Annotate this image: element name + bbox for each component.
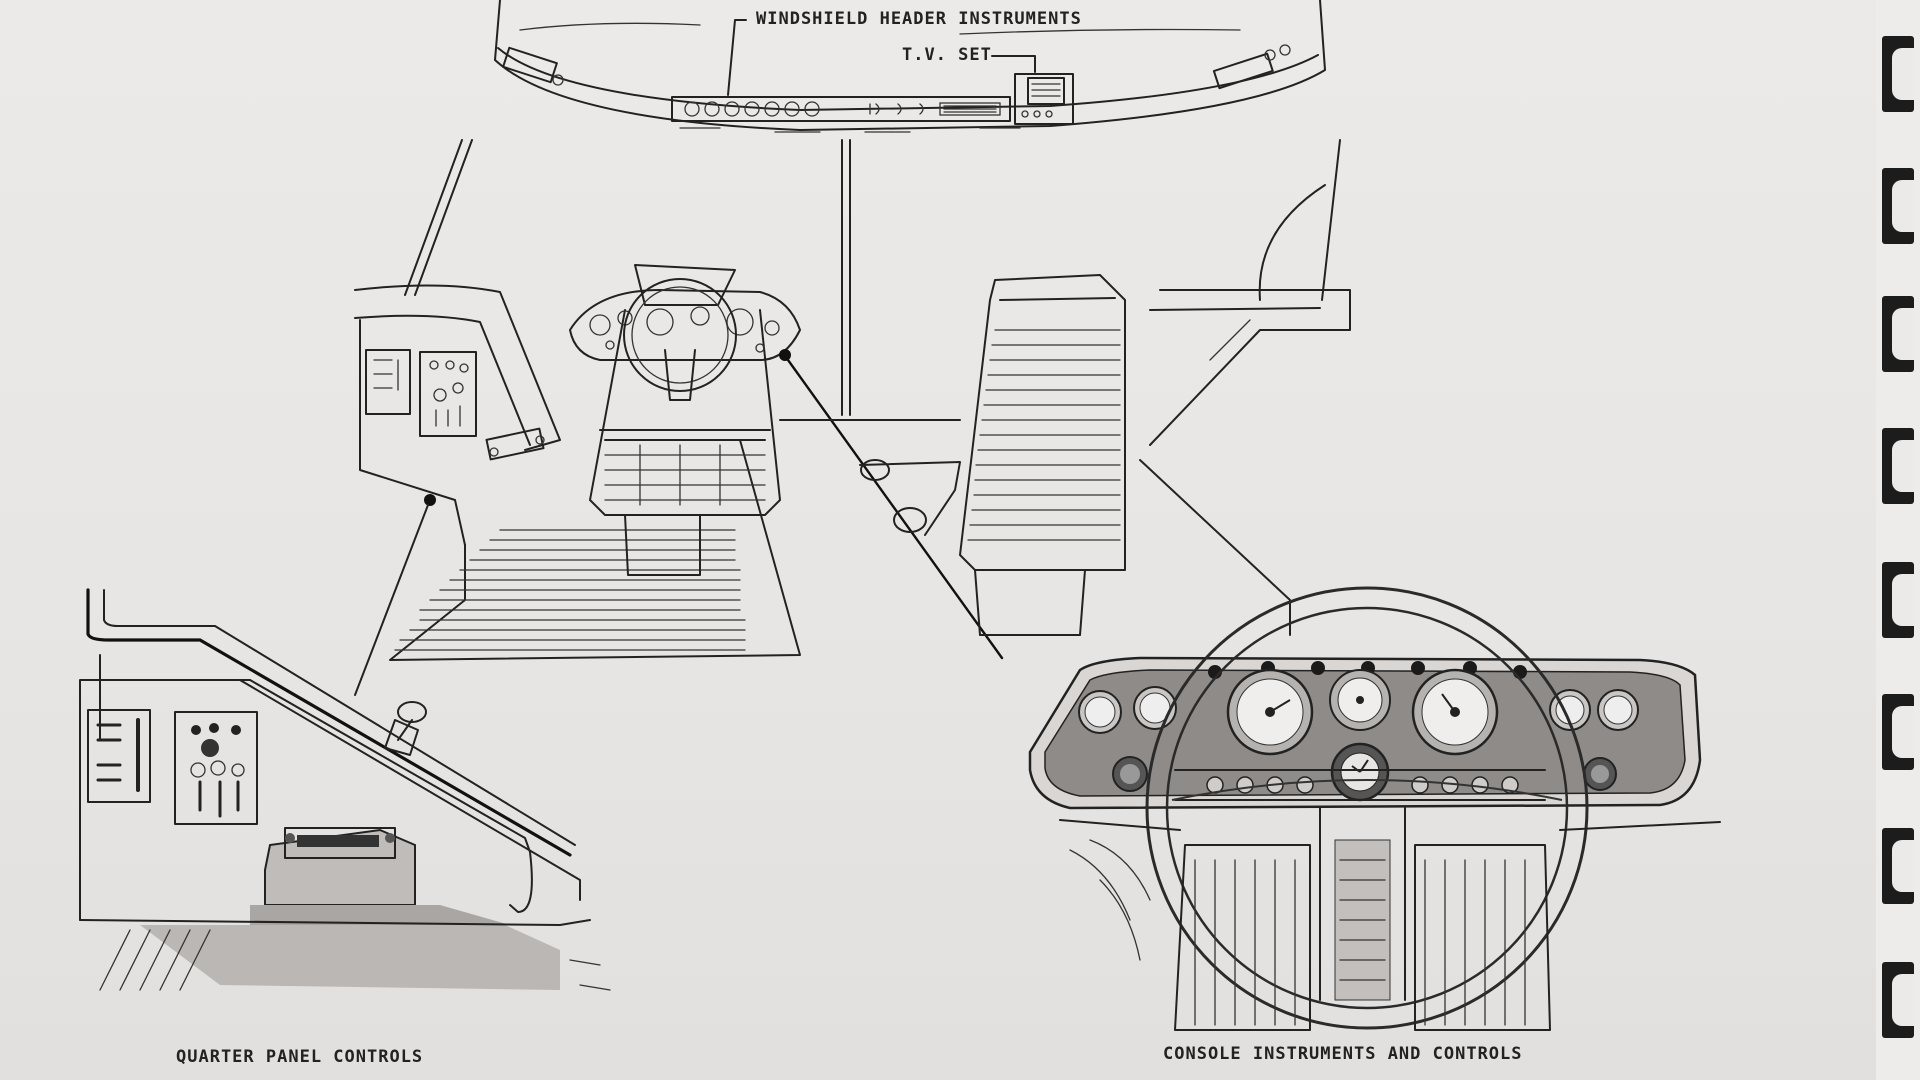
binder-ring (1882, 962, 1914, 1038)
binder-ring (1882, 828, 1914, 904)
binder-ring (1882, 694, 1914, 770)
windshield-header (494, 0, 1326, 133)
console-left-gauges (1078, 686, 1177, 792)
steering-wheel (1145, 586, 1589, 1030)
binder-ring (1882, 296, 1914, 372)
console-right-gauges (1549, 689, 1639, 791)
driver-dash-small (569, 278, 1004, 660)
passenger-seat (859, 274, 1126, 636)
cabin-perspective (354, 139, 1351, 696)
label-console-instruments: CONSOLE INSTRUMENTS AND CONTROLS (1163, 1044, 1523, 1064)
tv-set (1014, 73, 1074, 125)
quarter-panel-detail (79, 588, 611, 991)
binder-ring (1882, 168, 1914, 244)
label-quarter-panel-controls: QUARTER PANEL CONTROLS (176, 1047, 424, 1067)
console-main-gauges (1226, 668, 1499, 802)
driver-seat (589, 264, 781, 576)
header-gauges (684, 101, 1001, 117)
binder-ring (1882, 562, 1914, 638)
label-windshield-header-instruments: WINDSHIELD HEADER INSTRUMENTS (756, 9, 1082, 29)
binder-ring (1882, 36, 1914, 112)
console-detail (1028, 586, 1721, 1031)
next-page-edge (1876, 0, 1920, 1080)
binder-ring (1882, 428, 1914, 504)
label-tv-set: T.V. SET (902, 45, 992, 65)
